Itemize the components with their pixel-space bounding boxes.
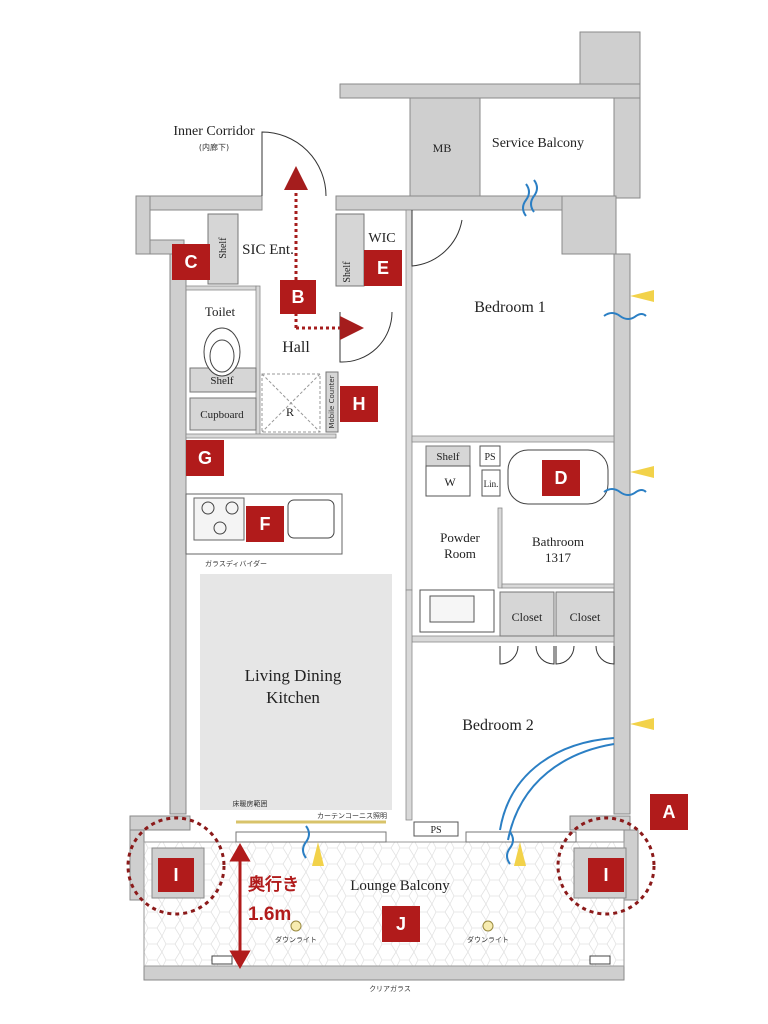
toilet-bowl [209, 339, 235, 373]
drain-left [211, 955, 233, 965]
downlight-label-left: ダウンライト [275, 935, 317, 944]
airflow-lines [302, 179, 647, 865]
walls [129, 31, 641, 981]
badge-d: D [542, 460, 580, 496]
curtain-cornice-label: カーテンコーニス照明 [317, 812, 387, 820]
svg-text:F: F [260, 514, 271, 534]
depth-arrow [229, 842, 251, 970]
sic-ent-label: SIC Ent. [242, 242, 294, 258]
glass-divider-label: ガラスディバイダー [205, 559, 267, 568]
badge-f: F [246, 506, 284, 542]
svg-text:C: C [185, 252, 198, 272]
service-balcony-label: Service Balcony [492, 136, 584, 151]
badge-h: H [340, 386, 378, 422]
hall-label: Hall [282, 339, 310, 356]
badge-c: C [172, 244, 210, 280]
bedroom1-label: Bedroom 1 [474, 299, 546, 316]
linen-box [481, 469, 501, 497]
ldk-label-2: Kitchen [266, 688, 320, 707]
svg-text:I: I [173, 865, 178, 885]
badge-b: B [280, 280, 316, 314]
bedroom2-label: Bedroom 2 [462, 717, 534, 734]
linen-label: Lin. [484, 479, 499, 489]
depth-value: 1.6m [248, 904, 291, 925]
inner-corridor-label: Inner Corridor [173, 124, 255, 139]
mb-label: MB [433, 141, 452, 155]
sink-basin [429, 595, 475, 623]
refrigerator-space [261, 373, 321, 433]
depth-label: 奥行き [248, 874, 299, 894]
svg-text:H: H [353, 394, 366, 414]
light-rays [312, 290, 654, 866]
balcony-window-frame [235, 831, 387, 843]
svg-text:G: G [198, 448, 212, 468]
storage-fixtures [189, 213, 615, 637]
lounge-balcony-area [143, 841, 625, 967]
badge-e: E [364, 250, 402, 286]
column-highlight-left [126, 816, 226, 916]
column-highlight-right [556, 816, 656, 916]
downlight-right [482, 920, 494, 932]
floor-heating-label: 床暖房範囲 [233, 799, 268, 808]
badge-i-left: I [158, 858, 194, 892]
inner-corridor-jp-label: (内廊下) [199, 142, 229, 152]
refrigerator-label: R [286, 405, 294, 419]
toilet-shelf-label: Shelf [210, 375, 234, 387]
ps-box-2 [413, 821, 459, 837]
toilet-fixture [203, 327, 241, 377]
svg-text:I: I [603, 865, 608, 885]
clear-glass-label: クリアガラス [369, 984, 411, 993]
mobile-counter-label: Mobile Counter [328, 375, 336, 428]
badge-g: G [186, 440, 224, 476]
ldk-label-1: Living Dining [245, 666, 342, 685]
wic-label: WIC [368, 231, 395, 246]
svg-text:B: B [292, 287, 305, 307]
badge-i-right: I [588, 858, 624, 892]
wic-shelf-label: Shelf [342, 261, 353, 283]
downlight-label-right: ダウンライト [467, 935, 509, 944]
powder-room-label-1: Powder [440, 530, 480, 545]
toilet-label: Toilet [205, 304, 236, 319]
cupboard-label: Cupboard [200, 409, 244, 421]
floor-heating-area [200, 574, 392, 810]
svg-text:E: E [377, 258, 389, 278]
bathroom-size-label: 1317 [545, 550, 572, 565]
washer-space [425, 465, 471, 497]
drain-right [589, 955, 611, 965]
sic-shelf-label: Shelf [218, 237, 229, 259]
downlight-left [290, 920, 302, 932]
door-swings [261, 131, 615, 665]
closet-label-1: Closet [512, 610, 543, 624]
ps-label-1: PS [484, 452, 495, 463]
balcony-window-frame-2 [465, 831, 577, 843]
svg-text:D: D [555, 468, 568, 488]
svg-text:J: J [396, 914, 406, 934]
lounge-balcony-label: Lounge Balcony [350, 878, 450, 894]
washer-shelf-label: Shelf [436, 451, 460, 463]
washer-label: W [444, 475, 456, 489]
ps-box-1 [479, 445, 501, 467]
ps-label-2: PS [430, 825, 441, 836]
interior-walls [185, 209, 615, 821]
badge-a: A [650, 794, 688, 830]
svg-text:A: A [663, 802, 676, 822]
bathroom-label: Bathroom [532, 534, 584, 549]
powder-room-label-2: Room [444, 546, 476, 561]
closet-label-2: Closet [570, 610, 601, 624]
badge-j: J [382, 906, 420, 942]
